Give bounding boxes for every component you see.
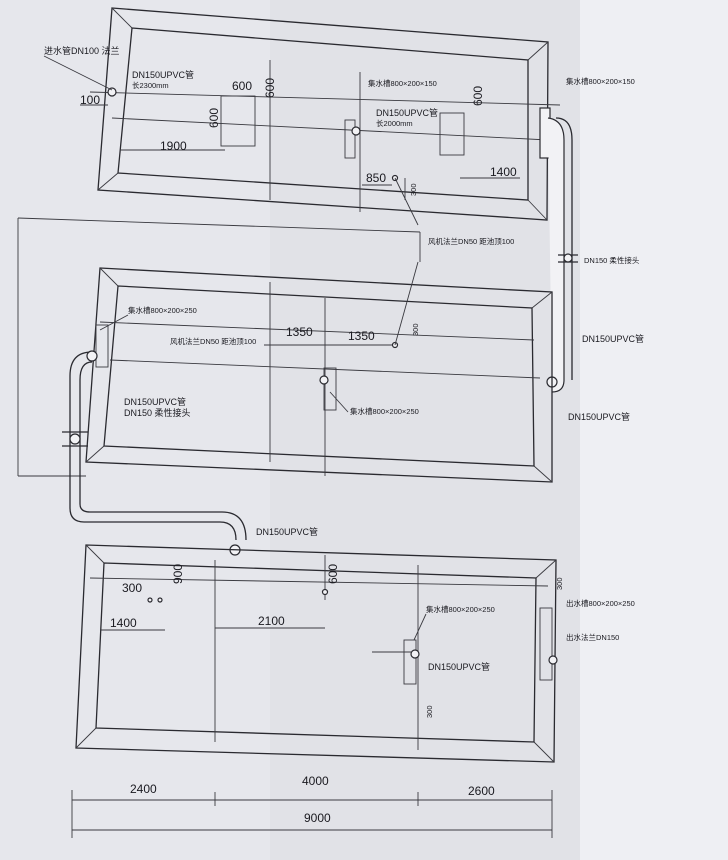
dim-9000: 9000 [304,811,331,825]
dim-600-b: 600 [207,108,221,128]
outlet-flange-label: 出水法兰DN150 [566,632,619,642]
dim-1900: 1900 [160,139,187,153]
right-flex-joint-icon [563,253,573,263]
left-elbow-icon [86,350,98,362]
tank-2-aerator-label: 风机法兰DN50 距池顶100 [170,336,256,346]
left-flex-joint-icon [69,433,81,445]
dim-2600: 2600 [468,784,495,798]
tank-1-pipe-length-2: 长2000mm [376,118,413,128]
dim-1350-b: 1350 [348,329,375,343]
tank-2-sump-box-mid [323,367,337,411]
dim-600-a: 600 [232,79,252,93]
tank-3-aerator-icon [321,588,329,596]
dim-4000: 4000 [302,774,329,788]
tank-1-pipe-length: 长2300mm [132,80,169,90]
tank-2-sump-label: 集水槽800×200×250 [128,305,197,315]
tank-2-sump-label-mid: 集水槽800×200×250 [350,406,419,416]
tank-3-dim-300: 300 [122,581,142,595]
outlet-sump-box [539,607,553,681]
dim-100: 100 [80,93,100,107]
tank-1-sump-label: 集水槽800×200×150 [368,78,437,88]
dim-1400: 1400 [490,165,517,179]
tank-2 [85,261,553,483]
dim-850: 850 [366,171,386,185]
right-pipe-label-2: DN150UPVC管 [568,411,630,422]
tank-3-dim-300-b: 300 [425,705,434,718]
tank-3-pipe-label-2: DN150UPVC管 [428,661,490,672]
dim-1350-a: 1350 [286,325,313,339]
tank-2-sump-box [95,324,109,368]
dim-300: 300 [409,183,418,196]
tank-3-sump-label: 集水槽800×200×250 [426,604,495,614]
tank-3-dim-2100: 2100 [258,614,285,628]
tank-3-dim-600: 600 [326,564,340,584]
tank-3 [75,544,558,763]
tank-2-flex-joint-label: DN150 柔性接头 [124,407,191,418]
tank-2-dim-300: 300 [411,323,420,336]
dim-600-d: 600 [471,86,485,106]
tank-1-pipe-label: DN150UPVC管 [132,69,194,80]
paper-edge [580,0,728,860]
tank-1 [80,7,561,226]
inlet-label: 进水管DN100 法兰 [44,45,120,56]
right-flex-joint-label: DN150 柔性接头 [584,255,640,265]
right-pipe-label-1: DN150UPVC管 [582,333,644,344]
aerator-label: 风机法兰DN50 距池顶100 [428,236,514,246]
tank-3-dim-900: 900 [171,564,185,584]
tank-1-outlet-icon [351,126,361,136]
tank-1-opening-2 [439,112,465,156]
tank-1-sump-label-right: 集水槽800×200×150 [566,76,635,86]
dim-600-c: 600 [263,78,277,98]
tank-1-pipe-label-2: DN150UPVC管 [376,107,438,118]
tank-3-point-a [147,597,153,603]
tank-3-pipe-label: DN150UPVC管 [256,526,318,537]
inlet-flange-icon [107,87,117,97]
tank-2-pipe-label: DN150UPVC管 [124,396,186,407]
tank-1-opening [220,95,256,147]
tank-3-sump-box [403,639,417,685]
outlet-sump-label: 出水槽800×200×250 [566,598,635,608]
left-connector-pipe [62,350,247,556]
tank-3-point-b [157,597,163,603]
outlet-flange-icon [548,655,558,665]
tank-3-dim-1400: 1400 [110,616,137,630]
tank-1-sump-box [344,119,356,159]
bottom-dimension-lines [71,790,553,838]
tank-3-dim-300-c: 300 [555,577,564,590]
dim-2400: 2400 [130,782,157,796]
tank-2-outlet-icon [319,375,329,385]
tank-3-outlet-icon [410,649,420,659]
